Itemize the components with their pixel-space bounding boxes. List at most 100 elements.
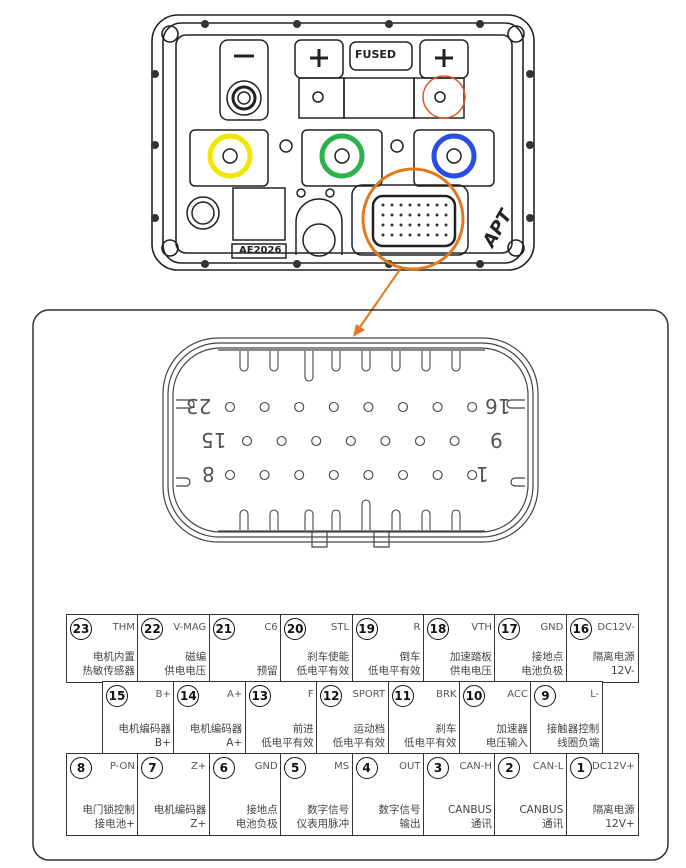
pin-label-16: 16 xyxy=(485,394,511,418)
negative-terminal xyxy=(219,39,269,121)
mini-pin xyxy=(435,213,439,217)
mini-pin xyxy=(444,203,448,207)
mini-pin xyxy=(390,223,394,227)
pin-code: BRK xyxy=(436,689,457,700)
pin-code: OUT xyxy=(399,761,421,772)
pin-number: 22 xyxy=(141,618,164,640)
pin-description: 接触器控制 线圈负端 xyxy=(546,722,600,749)
pin-code: DC12V- xyxy=(597,622,635,633)
pin-description: 隔离电源 12V- xyxy=(592,650,635,677)
latch-bottom xyxy=(239,509,249,530)
pin-description: 预留 xyxy=(256,664,278,677)
pin-description: 运动档 低电平有效 xyxy=(332,722,386,749)
pin-hole xyxy=(467,401,478,413)
pin-hole xyxy=(276,435,287,447)
pin-description: 隔离电源 12V+ xyxy=(592,803,635,830)
mini-pin xyxy=(381,223,385,227)
mini-pin xyxy=(444,213,448,217)
pin-code: STL xyxy=(331,622,350,633)
pin-number: 13 xyxy=(248,685,271,707)
pin-label-8: 8 xyxy=(202,462,215,486)
pin-hole xyxy=(397,401,409,413)
pin-hole xyxy=(311,435,322,447)
pin-number: 5 xyxy=(284,757,307,779)
latch-bottom xyxy=(361,499,371,530)
mini-pin xyxy=(435,223,439,227)
pin-description: 前进 低电平有效 xyxy=(261,722,314,749)
mini-pin xyxy=(408,223,412,227)
mini-connector-pins xyxy=(381,203,448,237)
mini-pin xyxy=(417,203,421,207)
mini-pin xyxy=(444,233,448,237)
pin-hole xyxy=(259,469,270,481)
mini-pin xyxy=(408,203,412,207)
pin-label-1: 1 xyxy=(476,462,489,486)
model-label: AE2026 xyxy=(239,245,282,256)
pin-description: 磁编 供电电压 xyxy=(164,650,207,677)
latch-bottom xyxy=(269,509,279,530)
mini-pin xyxy=(444,223,448,227)
pin-hole xyxy=(363,469,374,481)
pin-description: 加速器 电压输入 xyxy=(485,722,528,749)
pin-number: 8 xyxy=(70,757,92,779)
pin-number: 6 xyxy=(212,757,235,779)
pin-code: V-MAG xyxy=(173,622,207,633)
pin-number: 7 xyxy=(141,757,164,779)
pin-hole xyxy=(449,435,460,447)
pin-code: THM xyxy=(112,622,135,633)
mini-pin xyxy=(426,233,430,237)
pin-code: B+ xyxy=(155,689,171,700)
pin-code: DC12V+ xyxy=(592,761,635,772)
fused-positive-terminals xyxy=(294,39,469,119)
fused-label: FUSED xyxy=(355,48,397,61)
pin-code: A+ xyxy=(227,689,243,700)
latch-bottom xyxy=(391,509,401,530)
pin-hole xyxy=(259,401,270,413)
pin-number: 11 xyxy=(391,685,414,707)
pin-hole xyxy=(397,469,409,481)
pin-number: 14 xyxy=(177,685,200,707)
mini-pin xyxy=(435,203,439,207)
pin-code: CAN-L xyxy=(532,761,564,772)
latch-top xyxy=(239,351,249,372)
mini-pin xyxy=(399,203,403,207)
mini-pin xyxy=(381,233,385,237)
mini-pin xyxy=(426,223,430,227)
mini-pin xyxy=(390,233,394,237)
pin-hole xyxy=(414,435,426,447)
pin-cell-16: 16 DC12V- 隔离电源 12V- xyxy=(565,614,639,683)
pin-code: VTH xyxy=(471,622,492,633)
latch-bottom xyxy=(451,509,461,530)
detail-panel-frame xyxy=(32,309,669,861)
latch-bottom xyxy=(304,509,314,530)
screws xyxy=(151,20,534,268)
latch-top xyxy=(391,351,401,372)
pin-code: MS xyxy=(334,761,350,772)
mini-pin xyxy=(381,203,385,207)
latch-top xyxy=(361,351,371,372)
mini-pin xyxy=(417,233,421,237)
pin-description: 电机编码器 Z+ xyxy=(153,803,207,830)
pin-code: Z+ xyxy=(191,761,207,772)
latch-top xyxy=(451,351,461,372)
mini-pin xyxy=(381,213,385,217)
pin-number: 3 xyxy=(427,757,449,779)
pin-description: 接地点 电池负极 xyxy=(521,650,564,677)
pin-hole xyxy=(224,401,236,413)
pin-code: CAN-H xyxy=(459,761,492,772)
pin-description: 加速踏板 供电电压 xyxy=(449,650,492,677)
pin-number: 16 xyxy=(569,618,592,640)
